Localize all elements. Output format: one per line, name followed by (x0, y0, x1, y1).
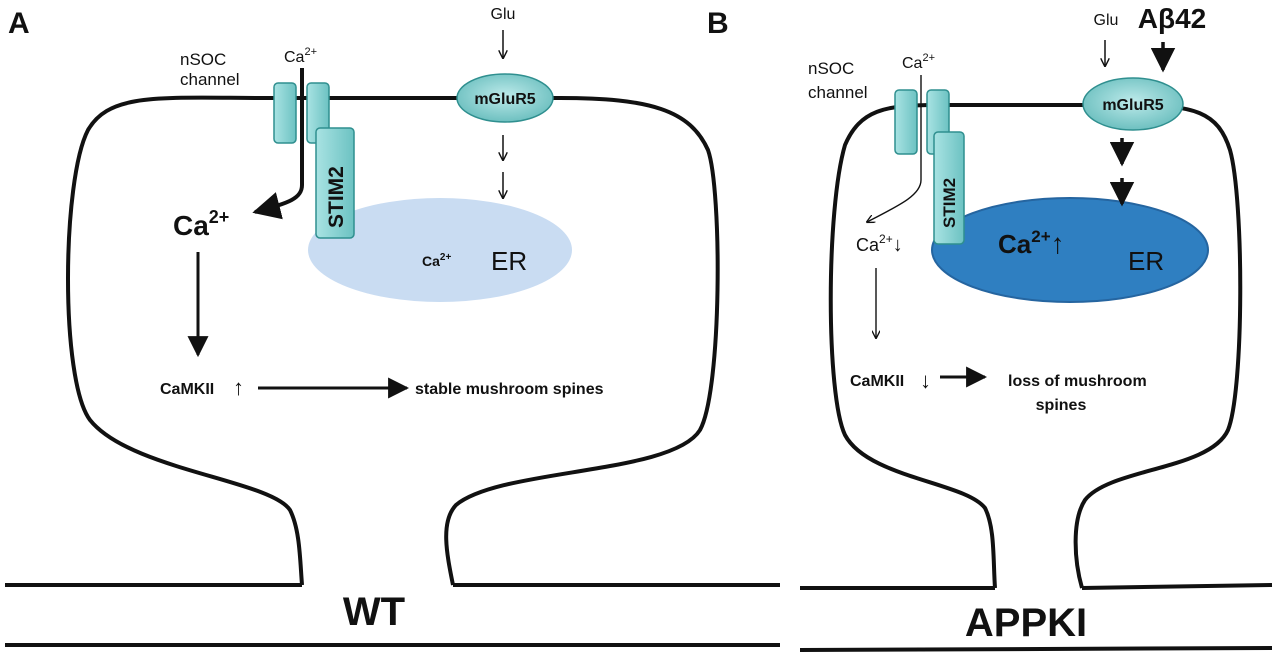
genotype-appki: APPKI (965, 601, 1087, 645)
stim2-label-a: STIM2 (325, 166, 348, 228)
dendrite-bottom-line-b (799, 646, 1273, 652)
spine-outline-b (828, 103, 1243, 589)
ca-er-label-a: Ca2+ (422, 252, 451, 269)
abeta42-label: Aβ42 (1138, 3, 1206, 34)
mglur5-label-b: mGluR5 (1102, 97, 1163, 114)
mglur5-b (1082, 77, 1184, 131)
panel-b-letter: B (707, 7, 729, 40)
mglur5-label-a: mGluR5 (474, 91, 535, 108)
ca-cyto-label-b: Ca2+↓ (856, 232, 903, 256)
panel-b: B STIM2 mGluR5 Glu Aβ42 nSOC channel Ca2… (707, 3, 1273, 652)
stim2-label-b: STIM2 (940, 178, 959, 228)
ca-channel-label-a: Ca2+ (284, 46, 317, 66)
outcome-label-b-line2: spines (1036, 397, 1087, 414)
mglur5-a (456, 73, 554, 123)
ca-channel-label-b: Ca2+ (902, 52, 935, 72)
glu-label-b: Glu (1094, 12, 1119, 29)
glu-label-a: Glu (491, 6, 516, 23)
nsoc-label-b-line2: channel (808, 83, 868, 102)
camkii-up-arrow-a: ↑ (233, 375, 244, 400)
nsoc-label-a-line1: nSOC (180, 50, 226, 69)
outcome-label-a: stable mushroom spines (415, 381, 604, 398)
stim2-box-a (315, 127, 355, 239)
nsoc-channel-left-a (273, 82, 297, 144)
ca-influx-arrow-a (252, 68, 304, 220)
outcome-label-b-line1: loss of mushroom (1008, 373, 1147, 390)
camkii-label-a: CaMKII (160, 381, 214, 398)
dendrite-top-line-b-right (1081, 583, 1273, 590)
er-appki (931, 197, 1209, 303)
panel-a: A STIM2 mGluR5 Glu nSOC channel Ca2+ Ca2… (5, 6, 780, 647)
er-label-a: ER (491, 246, 527, 276)
er-wt (308, 198, 572, 302)
ca-influx-arrow-b (867, 75, 922, 222)
er-label-b: ER (1128, 246, 1164, 276)
genotype-wt: WT (343, 590, 405, 634)
nsoc-label-a-line2: channel (180, 70, 240, 89)
nsoc-label-b-line1: nSOC (808, 59, 854, 78)
camkii-label-b: CaMKII (850, 373, 904, 390)
stim2-box-b (933, 131, 965, 245)
spine-outline-a (66, 95, 720, 586)
nsoc-channel-left-b (894, 89, 918, 155)
ca-er-label-b: Ca2+↑ (998, 227, 1065, 259)
camkii-down-arrow-b: ↓ (920, 368, 931, 393)
ca-cyto-label-a: Ca2+ (173, 207, 229, 241)
panel-a-letter: A (8, 7, 30, 40)
